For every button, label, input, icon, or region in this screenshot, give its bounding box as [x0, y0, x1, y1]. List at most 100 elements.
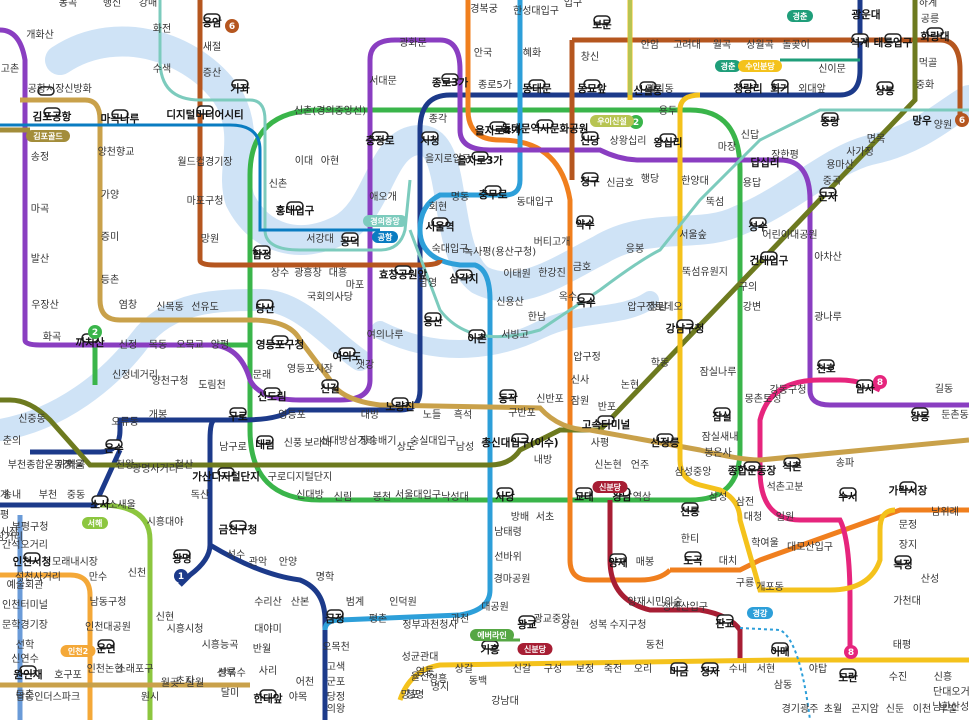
station-label-s065[interactable]: 광화문 — [399, 37, 427, 49]
station-label-s245[interactable]: 장지 — [899, 539, 917, 551]
station-label-s033[interactable]: 신목동 — [156, 301, 184, 313]
station-label-s172[interactable]: 삼전 — [736, 496, 754, 508]
station-label-s346[interactable]: 간석오거리 — [2, 539, 48, 551]
station-label-s047[interactable]: 국회의사당 — [307, 291, 353, 303]
station-label-s005[interactable]: 수색 — [153, 63, 171, 75]
station-label-s255[interactable]: 남한산성입구 — [932, 700, 969, 713]
station-label-s102[interactable]: 신금호 — [606, 177, 634, 189]
station-label-s032[interactable]: 염창 — [119, 299, 137, 311]
station-label-s163[interactable]: 몽촌토성 — [745, 393, 782, 405]
station-label-s139[interactable]: 하계 — [919, 0, 937, 9]
station-label-s176[interactable]: 선릉 — [680, 505, 700, 518]
station-label-s183[interactable]: 동작 — [498, 392, 518, 405]
station-label-s162[interactable]: 강동구청 — [770, 384, 807, 396]
station-label-s198[interactable]: 잠원 — [571, 395, 589, 407]
station-label-s282[interactable]: 삼동 — [774, 679, 792, 691]
station-label-s126[interactable]: 용마산 — [826, 159, 854, 171]
station-label-s082[interactable]: 충무로 — [479, 188, 508, 201]
station-label-s111[interactable]: 성수 — [748, 220, 768, 233]
station-label-s319[interactable]: 동백 — [469, 675, 487, 687]
station-label-s048[interactable]: 여의도 — [333, 350, 362, 363]
station-label-s054[interactable]: 대흥 — [329, 266, 347, 279]
station-label-s074[interactable]: 을지로4가 — [475, 124, 521, 137]
station-label-s350[interactable]: 문학경기장 — [2, 618, 48, 631]
station-label-s097[interactable]: 한남 — [528, 311, 546, 323]
station-label-s290[interactable]: 선바위 — [494, 550, 522, 563]
station-label-s277[interactable]: 오리 — [634, 663, 652, 675]
station-label-s186[interactable]: 노량진 — [386, 400, 415, 413]
station-label-s213[interactable]: 서울대입구 — [395, 488, 441, 501]
station-label-s233[interactable]: 안양 — [279, 556, 297, 568]
station-label-s280[interactable]: 이매 — [770, 645, 789, 658]
station-label-s066[interactable]: 종로3가 — [432, 76, 469, 89]
station-label-s190[interactable]: 신대방삼거리 — [320, 435, 375, 447]
station-label-s217[interactable]: 구로디지털단지 — [268, 471, 332, 483]
station-label-s169[interactable]: 석촌 — [782, 460, 802, 473]
station-label-s351[interactable]: 선학 — [16, 639, 34, 651]
station-label-s075[interactable]: 을지로3가 — [457, 154, 503, 167]
station-label-s136[interactable]: 광운대 — [852, 8, 881, 21]
station-label-s338[interactable]: 신천 — [128, 567, 146, 579]
station-label-s283[interactable]: 경기광주 — [782, 702, 819, 715]
station-label-s078[interactable]: 시청 — [420, 134, 439, 147]
station-label-s150[interactable]: 상월곡 — [746, 39, 774, 51]
station-label-s207[interactable]: 강남 — [612, 490, 632, 503]
station-label-s214[interactable]: 봉천 — [373, 491, 391, 503]
station-label-s200[interactable]: 압구정 — [573, 350, 601, 363]
station-label-s131[interactable]: 회기 — [770, 82, 789, 95]
station-label-s037[interactable]: 오목교 — [176, 339, 204, 351]
station-label-s299[interactable]: 산본 — [291, 596, 309, 608]
station-label-s051[interactable]: 여의나루 — [367, 329, 404, 341]
station-label-s224[interactable]: 천왕 — [116, 459, 134, 471]
station-label-s263[interactable]: 판교 — [715, 617, 735, 630]
station-label-s100[interactable]: 신당 — [580, 134, 600, 147]
station-label-s113[interactable]: 신답 — [741, 129, 759, 141]
station-label-s027[interactable]: 까치산 — [76, 336, 105, 349]
station-label-s328[interactable]: 부개 — [0, 489, 9, 501]
station-label-s345[interactable]: 원시 — [141, 691, 159, 703]
station-label-s358[interactable]: 남동구청 — [90, 596, 127, 608]
station-label-s227[interactable]: 가산디지털단지 — [192, 470, 260, 483]
station-label-s236[interactable]: 한티 — [681, 533, 699, 545]
station-label-s323[interactable]: 역곡 — [67, 459, 85, 471]
station-label-s045[interactable]: 영등포시장 — [287, 363, 333, 375]
station-label-s098[interactable]: 옥수 — [576, 297, 596, 309]
station-label-s279[interactable]: 서현 — [757, 663, 775, 675]
station-label-s068[interactable]: 종로5가 — [478, 79, 512, 91]
station-label-s170[interactable]: 송파 — [836, 457, 854, 469]
station-label-s149[interactable]: 월곡 — [713, 39, 731, 51]
station-label-s130[interactable]: 중랑 — [820, 116, 840, 128]
station-label-s286[interactable]: 신둔 — [886, 703, 904, 715]
station-label-s194[interactable]: 남성 — [456, 441, 474, 453]
station-label-s235[interactable]: 광명 — [172, 552, 191, 565]
station-label-s184[interactable]: 흑석 — [454, 408, 472, 421]
station-label-s085[interactable]: 버티고개 — [534, 236, 571, 248]
station-label-s320[interactable]: 영흥 — [429, 672, 447, 685]
station-label-s089[interactable]: 숙대입구 — [432, 242, 469, 255]
station-label-s302[interactable]: 반월 — [253, 643, 271, 655]
station-label-s108[interactable]: 장한평 — [771, 149, 799, 161]
station-label-s091[interactable]: 효창공원앞 — [379, 268, 428, 281]
station-label-s143[interactable]: 망우 — [912, 114, 932, 127]
station-label-s125[interactable]: 중곡 — [823, 175, 841, 187]
station-label-s002[interactable]: 행신 — [103, 0, 121, 9]
station-label-s029[interactable]: 가양 — [101, 189, 119, 201]
station-label-s137[interactable]: 태릉입구 — [874, 36, 913, 49]
station-label-s225[interactable]: 광명사거리 — [132, 463, 178, 475]
station-label-s244[interactable]: 문정 — [899, 519, 917, 531]
station-label-s258[interactable]: 대모산입구 — [787, 540, 833, 553]
station-label-s367[interactable]: 부평삼거리 — [0, 531, 23, 543]
station-label-s257[interactable]: 개포동 — [756, 581, 784, 593]
station-label-s118[interactable]: 건대입구 — [750, 254, 789, 267]
station-label-s177[interactable]: 언주 — [631, 459, 649, 471]
station-label-s024[interactable]: 발산 — [31, 253, 49, 265]
station-label-s064[interactable]: 서대문 — [369, 75, 397, 87]
station-label-s060[interactable]: 이대 — [295, 155, 313, 167]
station-label-s061[interactable]: 아현 — [321, 155, 339, 167]
station-label-s300[interactable]: 수리산 — [254, 596, 282, 608]
station-label-s202[interactable]: 강남구청 — [666, 322, 705, 335]
station-label-s072[interactable]: 동대문 — [523, 82, 552, 95]
station-label-s310[interactable]: 군포 — [327, 676, 345, 688]
station-label-s153[interactable]: 신설동 — [634, 84, 663, 97]
station-label-s267[interactable]: 수지구청 — [610, 619, 647, 631]
